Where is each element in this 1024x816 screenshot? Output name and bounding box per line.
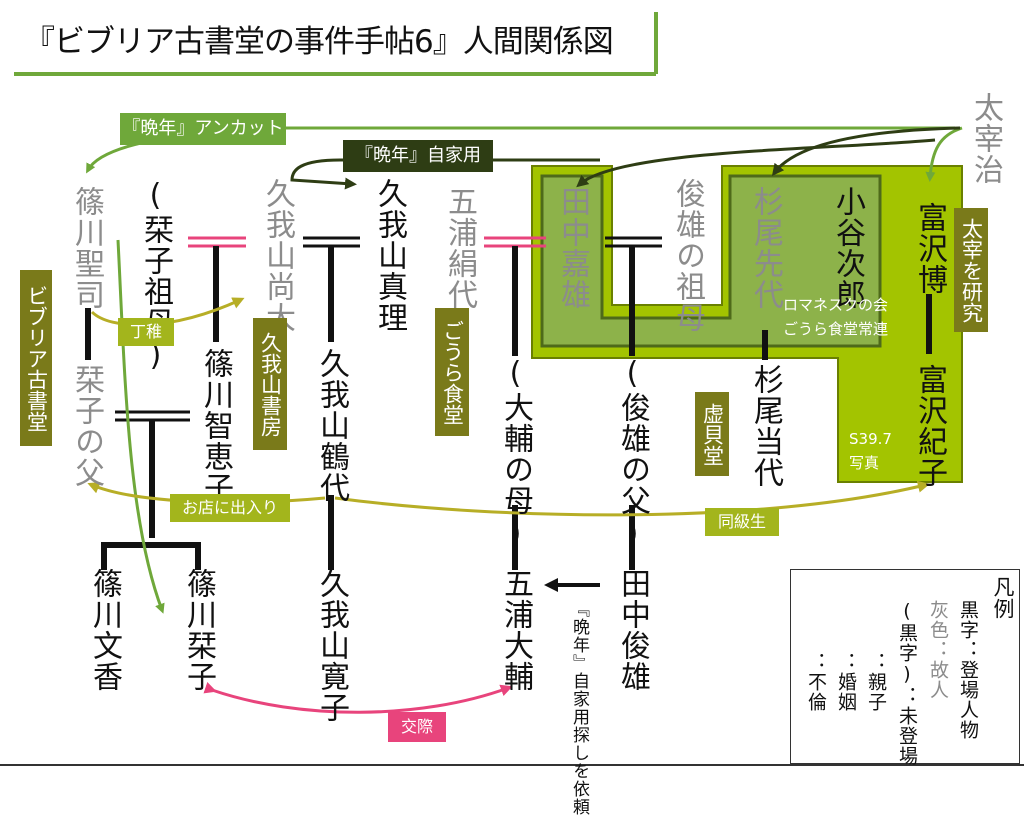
label-romanesque: ロマネスクの会: [783, 296, 889, 314]
person-chieko: 篠川智恵子: [198, 348, 233, 503]
person-goura-kinuyo: 五浦絹代: [442, 186, 477, 310]
person-shinokawa-seiji: 篠川聖司: [69, 186, 104, 310]
label-kugayama-shobo: 久我山書房: [253, 318, 287, 450]
label-dazai-kenkyu: 太宰を研究: [954, 208, 988, 332]
label-goura-shokudo: ごうら食堂: [435, 308, 469, 436]
legend-black: 黒字：登場人物: [957, 600, 979, 740]
person-tsuruyo: 久我山鶴代: [314, 348, 349, 503]
person-ayaka: 篠川文香: [87, 568, 122, 692]
romanesque-group: [531, 165, 963, 483]
label-bannen-jika: 『晩年』自家用: [343, 140, 493, 172]
legend: [790, 569, 1020, 764]
person-daisuke: 五浦大輔: [498, 568, 533, 692]
person-dazai: 太宰治: [968, 92, 1003, 185]
parent-child-lines: [85, 246, 932, 570]
person-koya-jiro: 小谷次郎: [830, 186, 865, 310]
person-shioriko: 篠川栞子: [181, 568, 216, 692]
person-sugio-sendai: 杉尾先代: [748, 186, 783, 310]
label-bannen-request: 『晩年』自家用探しを依頼: [569, 600, 589, 816]
label-omise: お店に出入り: [170, 494, 290, 522]
person-toshio-chichi: (俊雄の父): [615, 356, 650, 552]
kosai-arrow: [203, 682, 513, 714]
person-tomizawa-noriko: 富沢紀子: [912, 364, 947, 488]
bannen-dark-arrows: [290, 126, 961, 190]
legend-parent-child: ：親子: [865, 652, 887, 712]
person-shiori-chichi: 栞子の父: [69, 364, 104, 488]
title-frame: [14, 12, 658, 76]
label-kosai: 交際: [388, 712, 446, 742]
label-goura-joren: ごうら食堂常連: [783, 320, 889, 338]
diagram-lines: [0, 12, 1024, 766]
label-photo: 写真: [849, 454, 880, 472]
legend-marriage: ：婚姻: [835, 652, 857, 712]
page-title: 『ビブリア古書堂の事件手帖6』人間関係図: [24, 24, 614, 60]
affair-lines: [188, 236, 546, 248]
person-hiroko: 久我山寛子: [314, 568, 349, 723]
person-tanaka-yoshio: 田中嘉雄: [555, 186, 590, 310]
person-toshio: 田中俊雄: [615, 568, 650, 692]
relationship-diagram: 『ビブリア古書堂の事件手帖6』人間関係図 篠川聖司 (栞子祖母) 久我山尚大 久…: [0, 12, 1024, 816]
person-tomizawa-hiroshi: 富沢博: [912, 202, 947, 295]
label-biblia: ビブリア古書堂: [20, 270, 52, 446]
legend-affair: ：不倫: [805, 652, 827, 712]
legend-gray: 灰色：故人: [927, 600, 949, 700]
legend-title: 凡例: [991, 576, 1015, 620]
person-kuga-mari: 久我山真理: [372, 178, 407, 333]
label-photo-date: S39.7: [849, 430, 892, 448]
label-kyobaido: 虚貝堂: [695, 392, 729, 476]
person-kuga-naohiro: 久我山尚大: [260, 178, 295, 333]
label-bannen-uncut: 『晩年』アンカット: [120, 113, 286, 145]
person-sugio-toudai: 杉尾当代: [748, 364, 783, 488]
legend-paren: (黒字)：未登場: [896, 600, 918, 766]
person-daisuke-haha: (大輔の母): [498, 356, 533, 552]
label-dokyusei: 同級生: [705, 508, 779, 536]
label-detchi: 丁稚: [118, 318, 174, 346]
person-toshio-sobo: 俊雄の祖母: [670, 178, 705, 333]
